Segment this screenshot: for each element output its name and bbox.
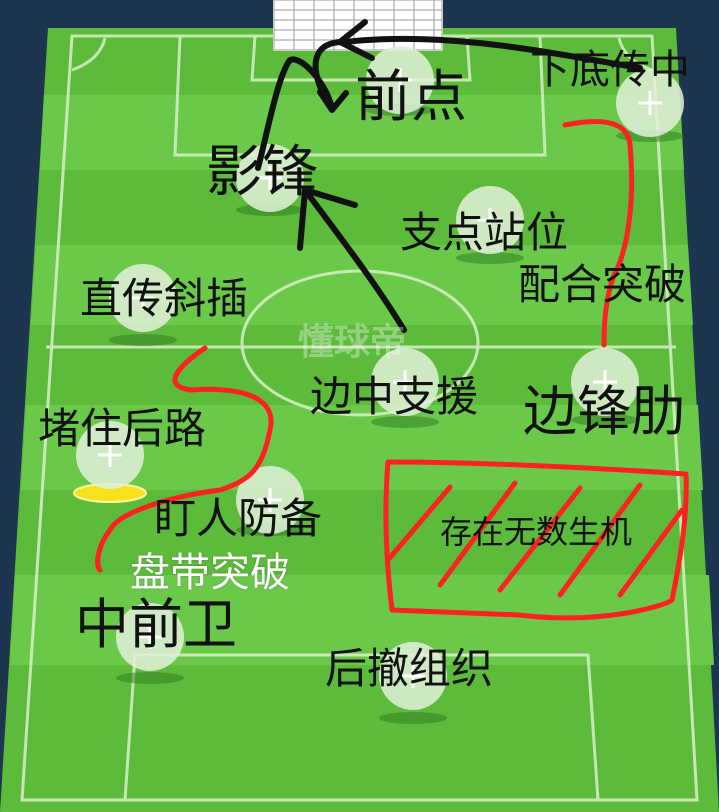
hatched-area-border bbox=[383, 459, 689, 621]
player-marker-cdm bbox=[116, 603, 184, 684]
player-marker-lm bbox=[109, 264, 177, 346]
support-arrowhead-2 bbox=[302, 187, 358, 208]
pitch-stripes bbox=[10, 95, 714, 665]
player-marker-cb bbox=[379, 642, 447, 724]
label-block-rear-path: 堵住后路 bbox=[38, 404, 207, 453]
loop-arrowhead bbox=[317, 89, 349, 113]
player-marker-cam bbox=[456, 186, 524, 264]
black-arrows bbox=[255, 19, 643, 333]
label-man-marking-defense: 盯人防备 bbox=[154, 494, 323, 543]
support-arrowhead-1 bbox=[297, 187, 308, 251]
loop-arrow bbox=[255, 39, 343, 171]
label-drop-back-organize: 后撤组织 bbox=[325, 644, 494, 693]
left-squiggle-run bbox=[95, 345, 274, 573]
right-wing-run bbox=[562, 119, 635, 348]
label-central-midfielder: 中前卫 bbox=[75, 593, 237, 656]
label-front-post: 前点 bbox=[355, 65, 467, 130]
label-target-positioning: 支点站位 bbox=[400, 208, 569, 257]
watermark: 懂球帝 bbox=[298, 322, 407, 363]
player-markers bbox=[73, 46, 684, 724]
label-winger-lb: 边锋肋 bbox=[523, 380, 685, 443]
label-shadow-striker: 影锋 bbox=[206, 140, 318, 205]
label-combo-breakthrough: 配合突破 bbox=[518, 260, 687, 309]
player-marker-rm bbox=[571, 348, 639, 426]
player-marker-lb-selected bbox=[73, 421, 147, 503]
label-side-center-support: 边中支援 bbox=[310, 372, 479, 421]
player-marker-rw bbox=[616, 69, 684, 142]
player-marker-cm bbox=[371, 348, 439, 428]
label-cross-from-byline: 下底传中 bbox=[530, 47, 690, 93]
player-marker-st bbox=[366, 46, 434, 116]
cross-arrow bbox=[342, 35, 643, 71]
player-marker-dm bbox=[236, 466, 304, 536]
label-dribble-breakthrough: 盘带突破 bbox=[130, 550, 290, 596]
pitch-markings bbox=[20, 34, 699, 802]
player-marker-ss bbox=[236, 144, 304, 216]
support-arrow bbox=[302, 187, 407, 333]
label-many-opportunities: 存在无数生机 bbox=[440, 513, 633, 551]
label-through-ball-diagonal: 直传斜插 bbox=[80, 274, 249, 323]
red-annotations bbox=[95, 119, 689, 621]
